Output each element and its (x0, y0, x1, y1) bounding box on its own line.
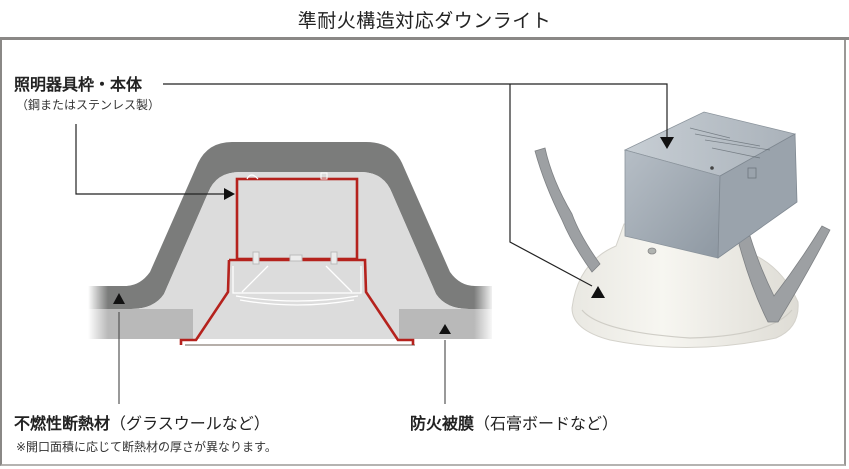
cross-section-diagram (88, 142, 498, 347)
trim-ring (571, 223, 799, 349)
insulation-label-paren: （グラスウールなど） (110, 414, 270, 433)
title-bar: 準耐火構造対応ダウンライト (0, 0, 849, 40)
leader-lines (75, 83, 668, 404)
insulation-note: ※開口面積に応じて断熱材の厚さが異なります。 (16, 440, 277, 454)
insulation-label: 不燃性断熱材（グラスウールなど） (14, 410, 270, 434)
terminal-box-side (717, 133, 798, 259)
downlight-product-photo (534, 111, 831, 349)
arrow-to-insulation-icon (113, 293, 125, 304)
arrow-to-board-icon (439, 324, 451, 334)
arrowheads (113, 137, 674, 334)
reflector-detail (232, 265, 362, 306)
fixture-frame-sublabel: （鋼またはステンレス製） (16, 98, 161, 112)
arrow-to-fixture-frame-icon (224, 188, 235, 200)
content-frame (0, 40, 846, 466)
arrow-to-trim-icon (591, 286, 605, 298)
fire-coating-label-paren: （石膏ボードなど） (474, 414, 619, 433)
mounting-spring-right (737, 225, 831, 323)
mounting-spring-left (534, 147, 601, 273)
fire-coating-label: 防火被膜（石膏ボードなど） (410, 410, 618, 434)
insulation-layer (88, 142, 492, 309)
page-title: 準耐火構造対応ダウンライト (297, 10, 552, 32)
arrow-to-terminal-box-icon (660, 137, 674, 149)
fixture-frame-label: 照明器具枠・本体 (14, 75, 143, 94)
insulation-label-main: 不燃性断熱材 (14, 414, 111, 433)
fire-coating-label-main: 防火被膜 (410, 414, 475, 433)
